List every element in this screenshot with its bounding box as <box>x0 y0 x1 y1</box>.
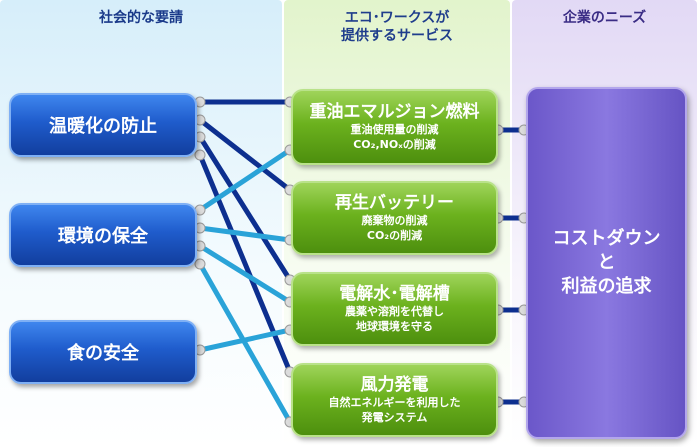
service-title: 風力発電 <box>360 375 429 395</box>
need-food-safety: 食の安全 <box>9 320 197 384</box>
service-title: 電解水･電解槽 <box>339 284 450 304</box>
service-title: 再生バッテリー <box>335 193 454 213</box>
need-label: 温暖化の防止 <box>49 116 157 137</box>
need-label: 食の安全 <box>67 343 139 364</box>
service-heavy-oil-emulsion: 重油エマルジョン燃料 重油使用量の削減 CO₂,NOₓの削減 <box>291 89 498 165</box>
connector-dot <box>194 149 206 161</box>
link-warming-to-battery <box>197 117 293 193</box>
link-environment-to-electrolysis <box>197 243 293 305</box>
service-title: 重油エマルジョン燃料 <box>309 102 480 122</box>
society-column-title: 社会的な要請 <box>99 10 183 26</box>
service-description: 自然エネルギーを利用した 発電システム <box>328 396 461 424</box>
need-label: 環境の保全 <box>58 226 148 247</box>
need-warming-prevention: 温暖化の防止 <box>9 93 197 157</box>
service-description: 廃棄物の削減 CO₂の削減 <box>361 214 428 242</box>
link-food-to-electrolysis <box>197 327 293 353</box>
service-electrolyzed-water: 電解水･電解槽 農薬や溶剤を代替し 地球環境を守る <box>291 272 498 346</box>
need-environment-conservation: 環境の保全 <box>9 203 197 267</box>
link-environment-to-oil <box>197 147 293 213</box>
needs-column-title: 企業のニーズ <box>562 10 647 26</box>
link-warming-to-electrolysis <box>197 134 293 283</box>
service-recycled-battery: 再生バッテリー 廃棄物の削減 CO₂の削減 <box>291 181 498 255</box>
service-description: 農薬や溶剤を代替し 地球環境を守る <box>345 305 444 333</box>
service-wind-power: 風力発電 自然エネルギーを利用した 発電システム <box>291 363 498 437</box>
link-environment-to-battery <box>197 225 293 243</box>
link-environment-to-wind <box>197 261 293 425</box>
company-need-box: コストダウン と 利益の追求 <box>526 87 687 439</box>
service-description: 重油使用量の削減 CO₂,NOₓの削減 <box>350 123 439 151</box>
company-need-label: コストダウン と 利益の追求 <box>552 228 661 297</box>
connector-dot <box>194 258 206 270</box>
services-column-title: エコ･ワークスが 提供するサービス <box>341 10 453 44</box>
